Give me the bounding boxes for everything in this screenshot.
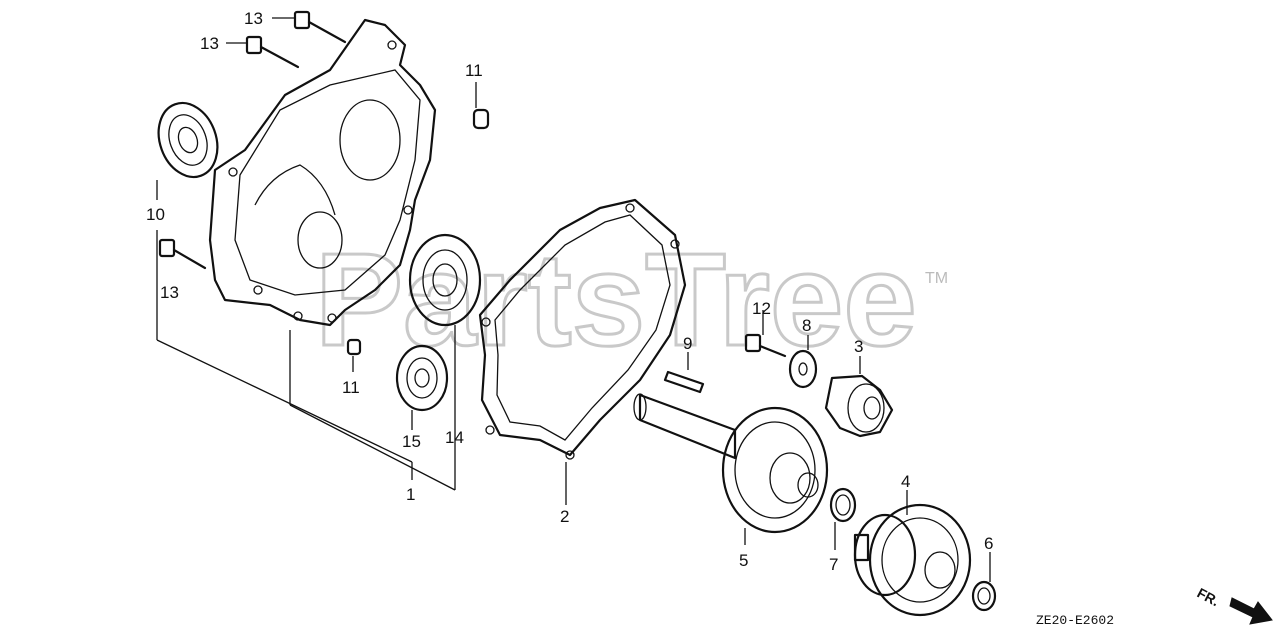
flange-bolt-upper[interactable] xyxy=(245,35,300,69)
leader-lines xyxy=(156,17,991,582)
ball-bearing-small[interactable] xyxy=(395,344,449,412)
callout-4[interactable]: 4 xyxy=(901,472,910,491)
callout-2[interactable]: 2 xyxy=(560,507,569,526)
flange-bolt-lower[interactable] xyxy=(158,238,207,270)
callout-13[interactable]: 13 xyxy=(244,9,263,28)
counter-gear[interactable] xyxy=(853,503,972,617)
ball-bearing-large[interactable] xyxy=(408,233,482,327)
washer-7[interactable] xyxy=(829,487,857,523)
oil-seal[interactable] xyxy=(149,95,228,186)
drawing-code: ZE20-E2602 xyxy=(1036,613,1114,628)
callout-6[interactable]: 6 xyxy=(984,534,993,553)
callout-3[interactable]: 3 xyxy=(854,337,863,356)
callout-labels: 13 13 13 11 11 10 15 14 1 2 9 12 8 3 5 7… xyxy=(146,9,993,574)
flange-bolt-12[interactable] xyxy=(744,333,787,358)
callout-14[interactable]: 14 xyxy=(445,428,464,447)
dowel-pin-upper[interactable] xyxy=(472,108,490,130)
dowel-pin-lower[interactable] xyxy=(346,338,362,356)
washer-8[interactable] xyxy=(788,349,818,389)
callout-1[interactable]: 1 xyxy=(406,485,415,504)
woodruff-key[interactable] xyxy=(663,370,705,394)
callout-7[interactable]: 7 xyxy=(829,555,838,574)
callout-15[interactable]: 15 xyxy=(402,432,421,451)
gear-case-cover[interactable] xyxy=(208,18,437,327)
callout-9[interactable]: 9 xyxy=(683,334,692,353)
callout-8[interactable]: 8 xyxy=(802,316,811,335)
flange-bolt-top[interactable] xyxy=(293,10,347,44)
output-shaft-gear[interactable] xyxy=(633,393,829,534)
washer-6[interactable] xyxy=(971,580,997,612)
gear-case-gasket[interactable] xyxy=(478,198,687,460)
direction-label: FR. xyxy=(1195,585,1222,610)
front-direction-indicator: FR. xyxy=(1195,585,1273,625)
callout-13[interactable]: 13 xyxy=(160,283,179,302)
callout-12[interactable]: 12 xyxy=(752,299,771,318)
watermark-tm: TM xyxy=(925,270,948,287)
front-arrow-icon xyxy=(1229,597,1273,625)
callout-11[interactable]: 11 xyxy=(342,378,360,397)
callout-10[interactable]: 10 xyxy=(146,205,165,224)
callout-13[interactable]: 13 xyxy=(200,34,219,53)
callout-11[interactable]: 11 xyxy=(465,61,483,80)
gear-3[interactable] xyxy=(824,374,894,438)
callout-5[interactable]: 5 xyxy=(739,551,748,570)
